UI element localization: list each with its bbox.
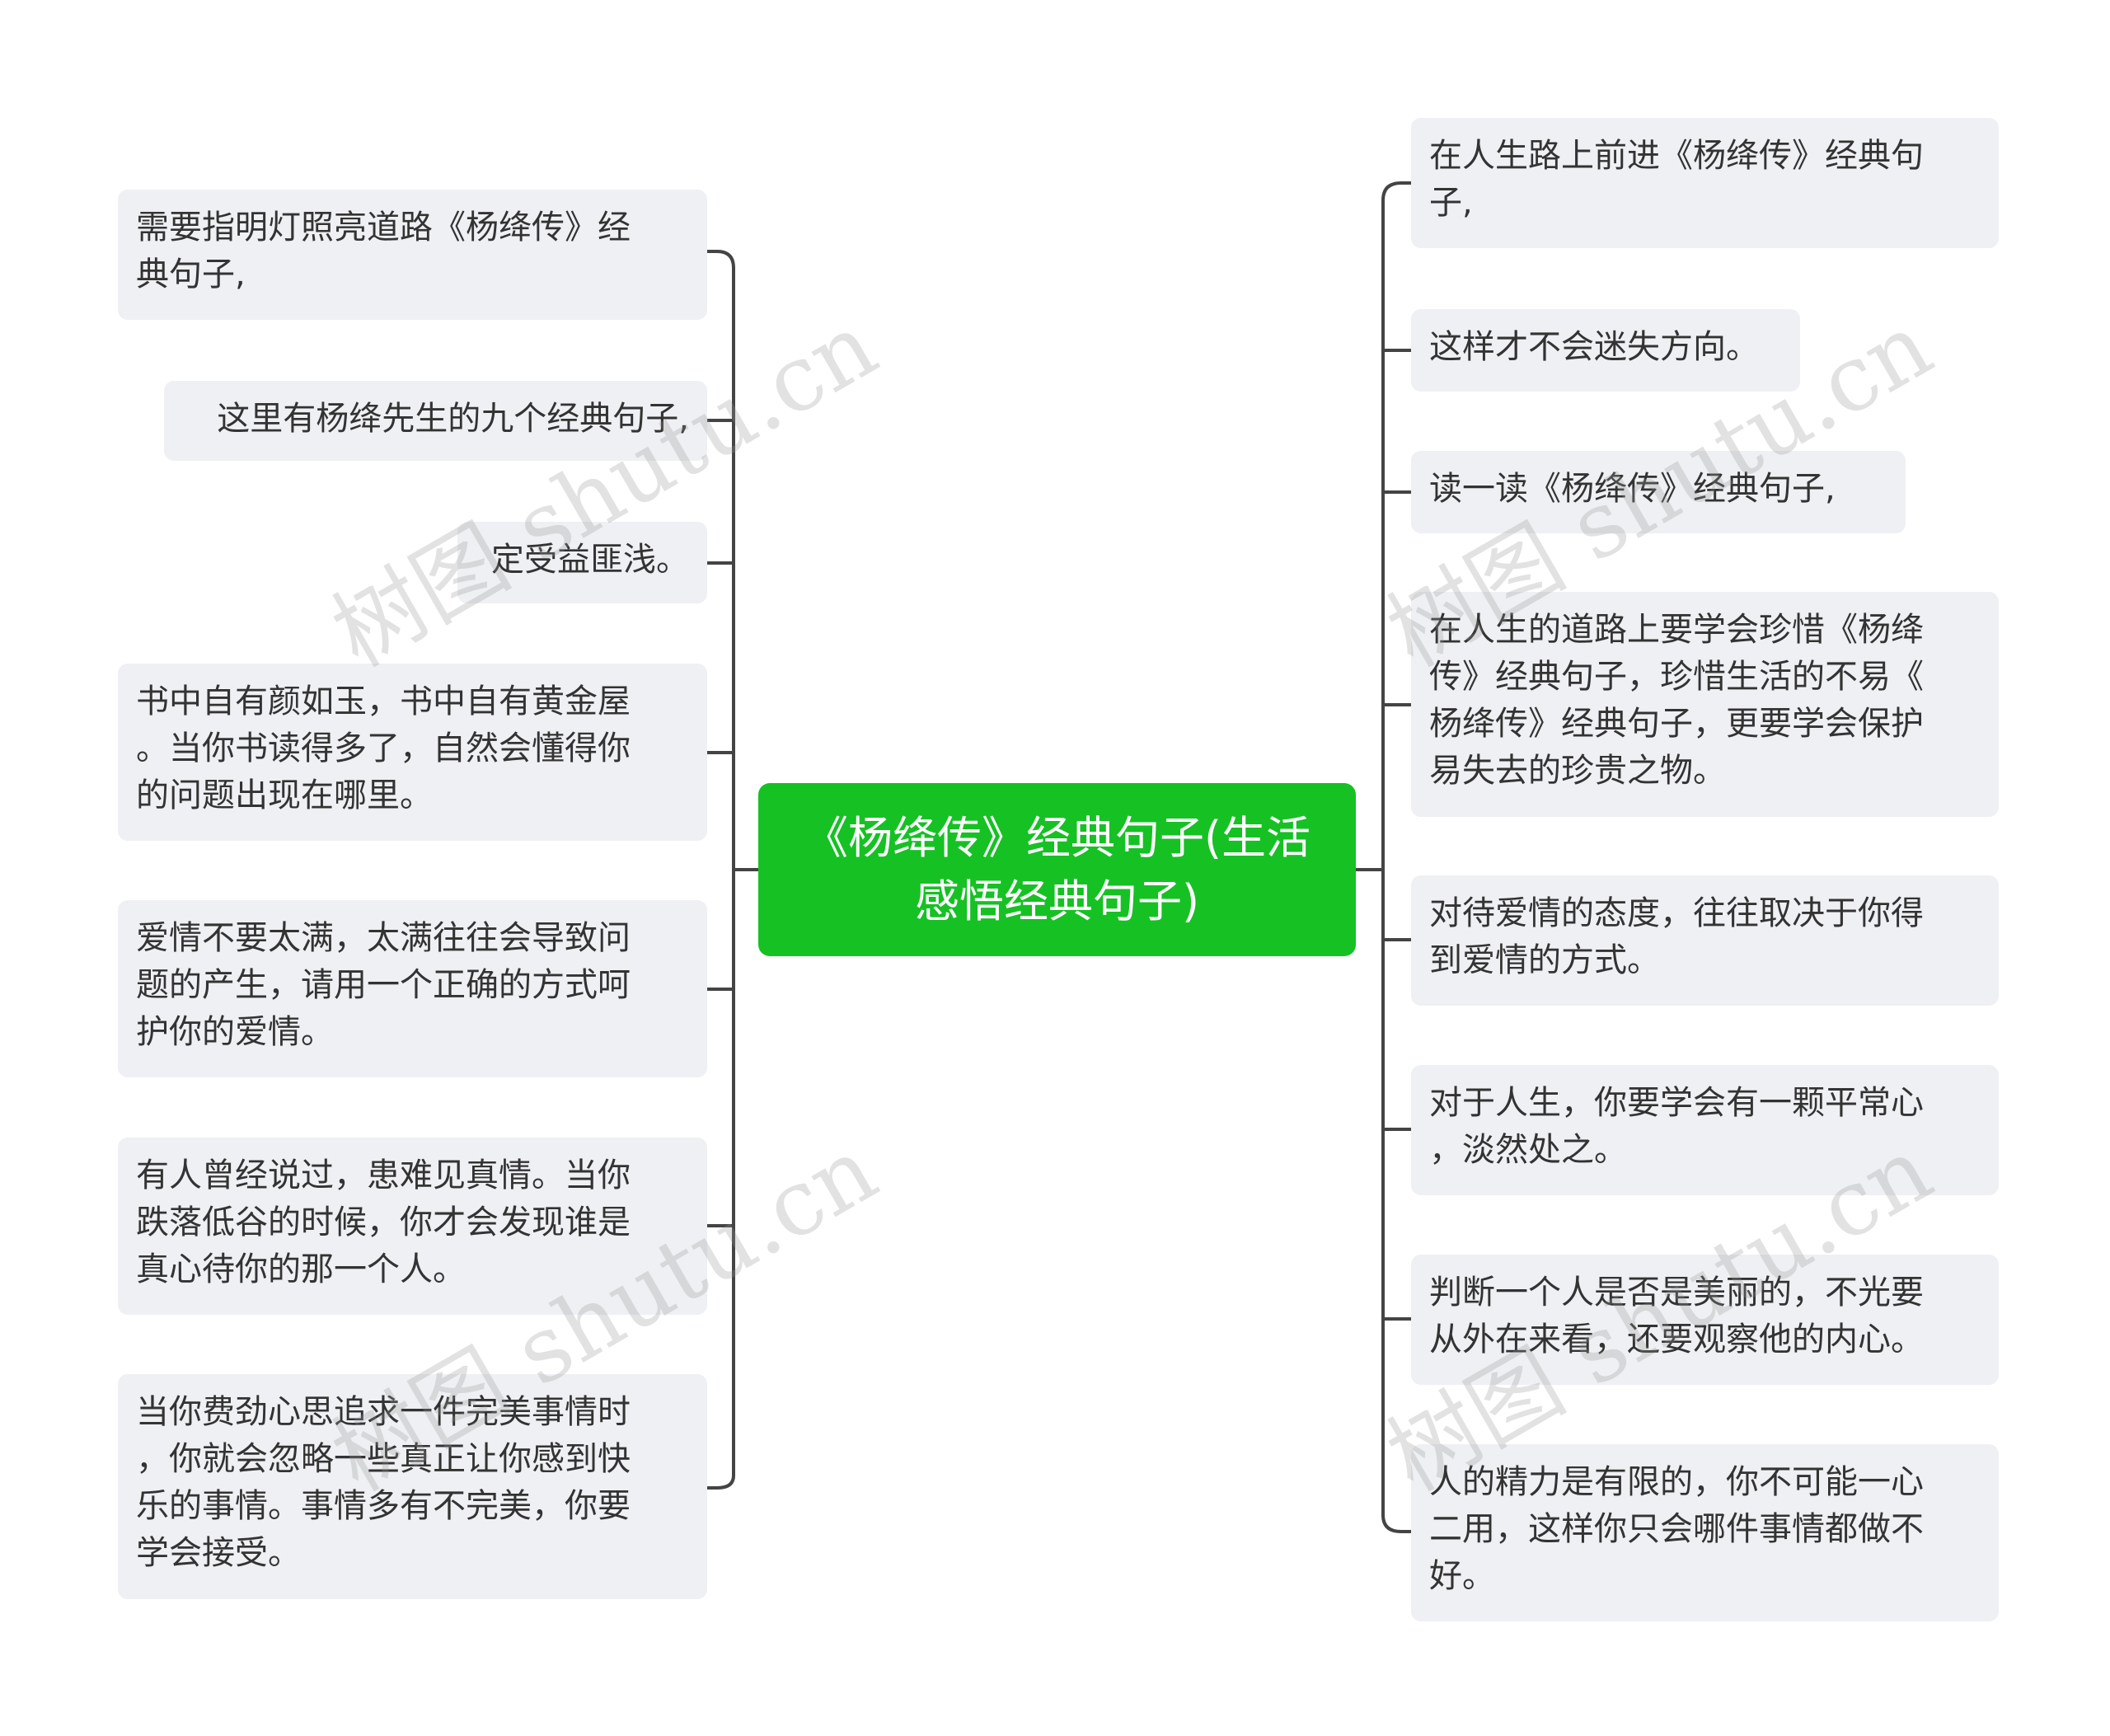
central-topic[interactable]: 《杨绛传》经典句子(生活 感悟经典句子) (758, 783, 1356, 956)
right-node-7[interactable]: 判断一个人是否是美丽的，不光要 从外在来看，还要观察他的内心。 (1411, 1255, 1999, 1385)
right-node-8[interactable]: 人的精力是有限的，你不可能一心 二用，这样你只会哪件事情都做不 好。 (1411, 1444, 1999, 1621)
left-node-7[interactable]: 当你费劲心思追求一件完美事情时 ，你就会忽略一些真正让你感到快 乐的事情。事情多… (118, 1374, 707, 1599)
left-node-2[interactable]: 这里有杨绛先生的九个经典句子, (164, 381, 707, 461)
right-node-4[interactable]: 在人生的道路上要学会珍惜《杨绛 传》经典句子，珍惜生活的不易《 杨绛传》经典句子… (1411, 592, 1999, 817)
left-node-6[interactable]: 有人曾经说过，患难见真情。当你 跌落低谷的时候，你才会发现谁是 真心待你的那一个… (118, 1138, 707, 1315)
right-node-2[interactable]: 这样才不会迷失方向。 (1411, 309, 1800, 392)
left-node-5[interactable]: 爱情不要太满，太满往往会导致问 题的产生，请用一个正确的方式呵 护你的爱情。 (118, 900, 707, 1077)
right-node-5[interactable]: 对待爱情的态度，往往取决于你得 到爱情的方式。 (1411, 875, 1999, 1006)
left-node-1[interactable]: 需要指明灯照亮道路《杨绛传》经 典句子, (118, 190, 707, 320)
right-node-6[interactable]: 对于人生，你要学会有一颗平常心 ，淡然处之。 (1411, 1065, 1999, 1195)
right-node-1[interactable]: 在人生路上前进《杨绛传》经典句 子, (1411, 118, 1999, 248)
left-node-3[interactable]: 定受益匪浅。 (457, 522, 707, 603)
right-node-3[interactable]: 读一读《杨绛传》经典句子, (1411, 451, 1906, 533)
left-node-4[interactable]: 书中自有颜如玉，书中自有黄金屋 。当你书读得多了，自然会懂得你 的问题出现在哪里… (118, 664, 707, 841)
